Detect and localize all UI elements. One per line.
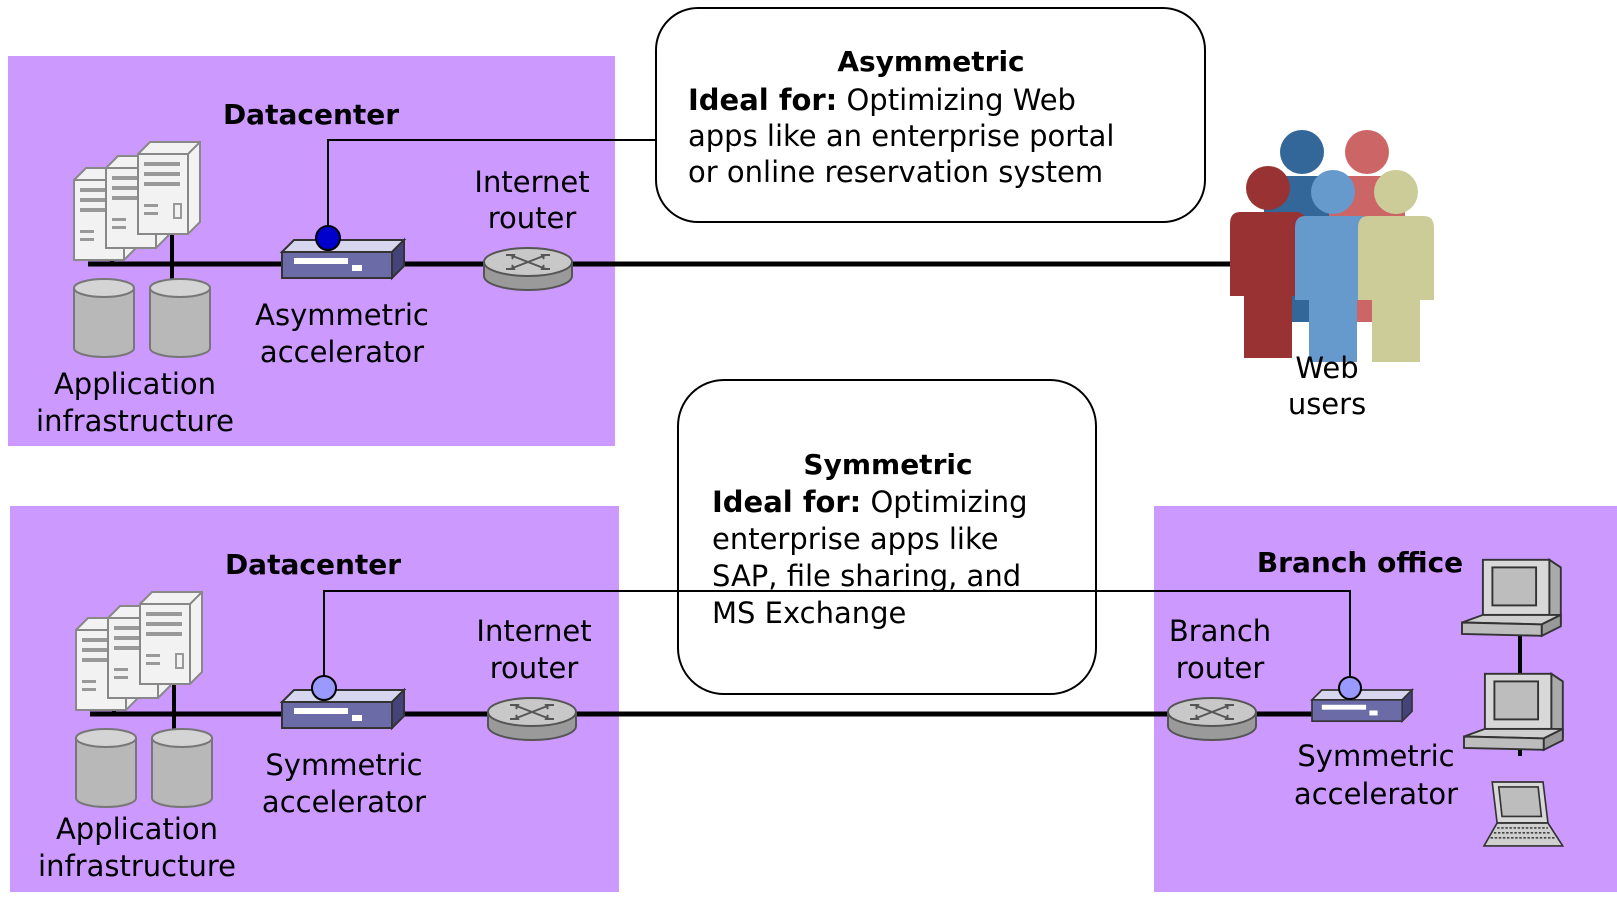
asymmetric-callout-title: Asymmetric bbox=[837, 45, 1024, 78]
top-router-label-line1: Internet bbox=[474, 165, 589, 199]
bottom-servers-label-line1: Application bbox=[56, 812, 218, 846]
symmetric-callout-line4: MS Exchange bbox=[712, 596, 906, 630]
branch-symmetric-endpoint-dot bbox=[1338, 676, 1362, 700]
bottom-servers-label-line2: infrastructure bbox=[38, 849, 236, 883]
symmetric-callout-line1: Optimizing bbox=[870, 485, 1027, 519]
asymmetric-callout-line2: apps like an enterprise portal bbox=[688, 119, 1114, 153]
symmetric-ideal-for-label: Ideal for: bbox=[712, 485, 861, 519]
symmetric-callout-line2: enterprise apps like bbox=[712, 522, 999, 556]
datacenter-symmetric-endpoint-dot bbox=[311, 675, 337, 701]
bottom-router-icon bbox=[487, 697, 577, 741]
bottom-accelerator-label-line1: Symmetric bbox=[265, 748, 422, 782]
asymmetric-callout-line3: or online reservation system bbox=[688, 155, 1103, 189]
svg-text:Ideal for: Optimizing: Ideal for: Optimizing bbox=[712, 485, 1028, 519]
symmetric-callout: Symmetric Ideal for: Optimizing enterpri… bbox=[677, 379, 1097, 695]
top-accelerator-icon bbox=[281, 239, 405, 279]
bottom-datacenter-title: Datacenter bbox=[225, 548, 401, 581]
top-accelerator-label-line2: accelerator bbox=[260, 335, 424, 369]
branch-accelerator-label-line2: accelerator bbox=[1294, 777, 1458, 811]
symmetric-callout-line3: SAP, file sharing, and bbox=[712, 559, 1021, 593]
top-accelerator-label-line1: Asymmetric bbox=[255, 298, 429, 332]
web-users-label-line2: users bbox=[1288, 387, 1366, 421]
asymmetric-callout: Asymmetric Ideal for: Optimizing Web app… bbox=[655, 7, 1206, 223]
branch-accelerator-label-line1: Symmetric bbox=[1297, 739, 1454, 773]
bottom-router-label-line1: Internet bbox=[476, 614, 591, 648]
bottom-router-label-line2: router bbox=[490, 651, 579, 685]
branch-office-title: Branch office bbox=[1257, 546, 1463, 579]
svg-text:Ideal for: Optimizing Web: Ideal for: Optimizing Web bbox=[688, 83, 1076, 117]
top-datacenter-title: Datacenter bbox=[223, 98, 399, 131]
symmetric-callout-title: Symmetric bbox=[803, 448, 972, 481]
asymmetric-callout-line1: Optimizing Web bbox=[846, 83, 1075, 117]
users-icon bbox=[1230, 130, 1434, 362]
branch-router-label-line1: Branch bbox=[1169, 614, 1271, 648]
top-router-label-line2: router bbox=[488, 201, 577, 235]
top-servers-label-line2: infrastructure bbox=[36, 404, 234, 438]
asymmetric-endpoint-dot bbox=[315, 225, 341, 251]
bottom-accelerator-icon bbox=[281, 689, 405, 729]
web-users-label-line1: Web bbox=[1295, 351, 1358, 385]
top-router-icon bbox=[483, 247, 573, 291]
asymmetric-ideal-for-label: Ideal for: bbox=[688, 83, 837, 117]
top-servers-label-line1: Application bbox=[54, 367, 216, 401]
bottom-accelerator-label-line2: accelerator bbox=[262, 785, 426, 819]
branch-accelerator-icon bbox=[1311, 689, 1413, 722]
branch-router-icon bbox=[1167, 697, 1257, 741]
branch-router-label-line2: router bbox=[1176, 651, 1265, 685]
